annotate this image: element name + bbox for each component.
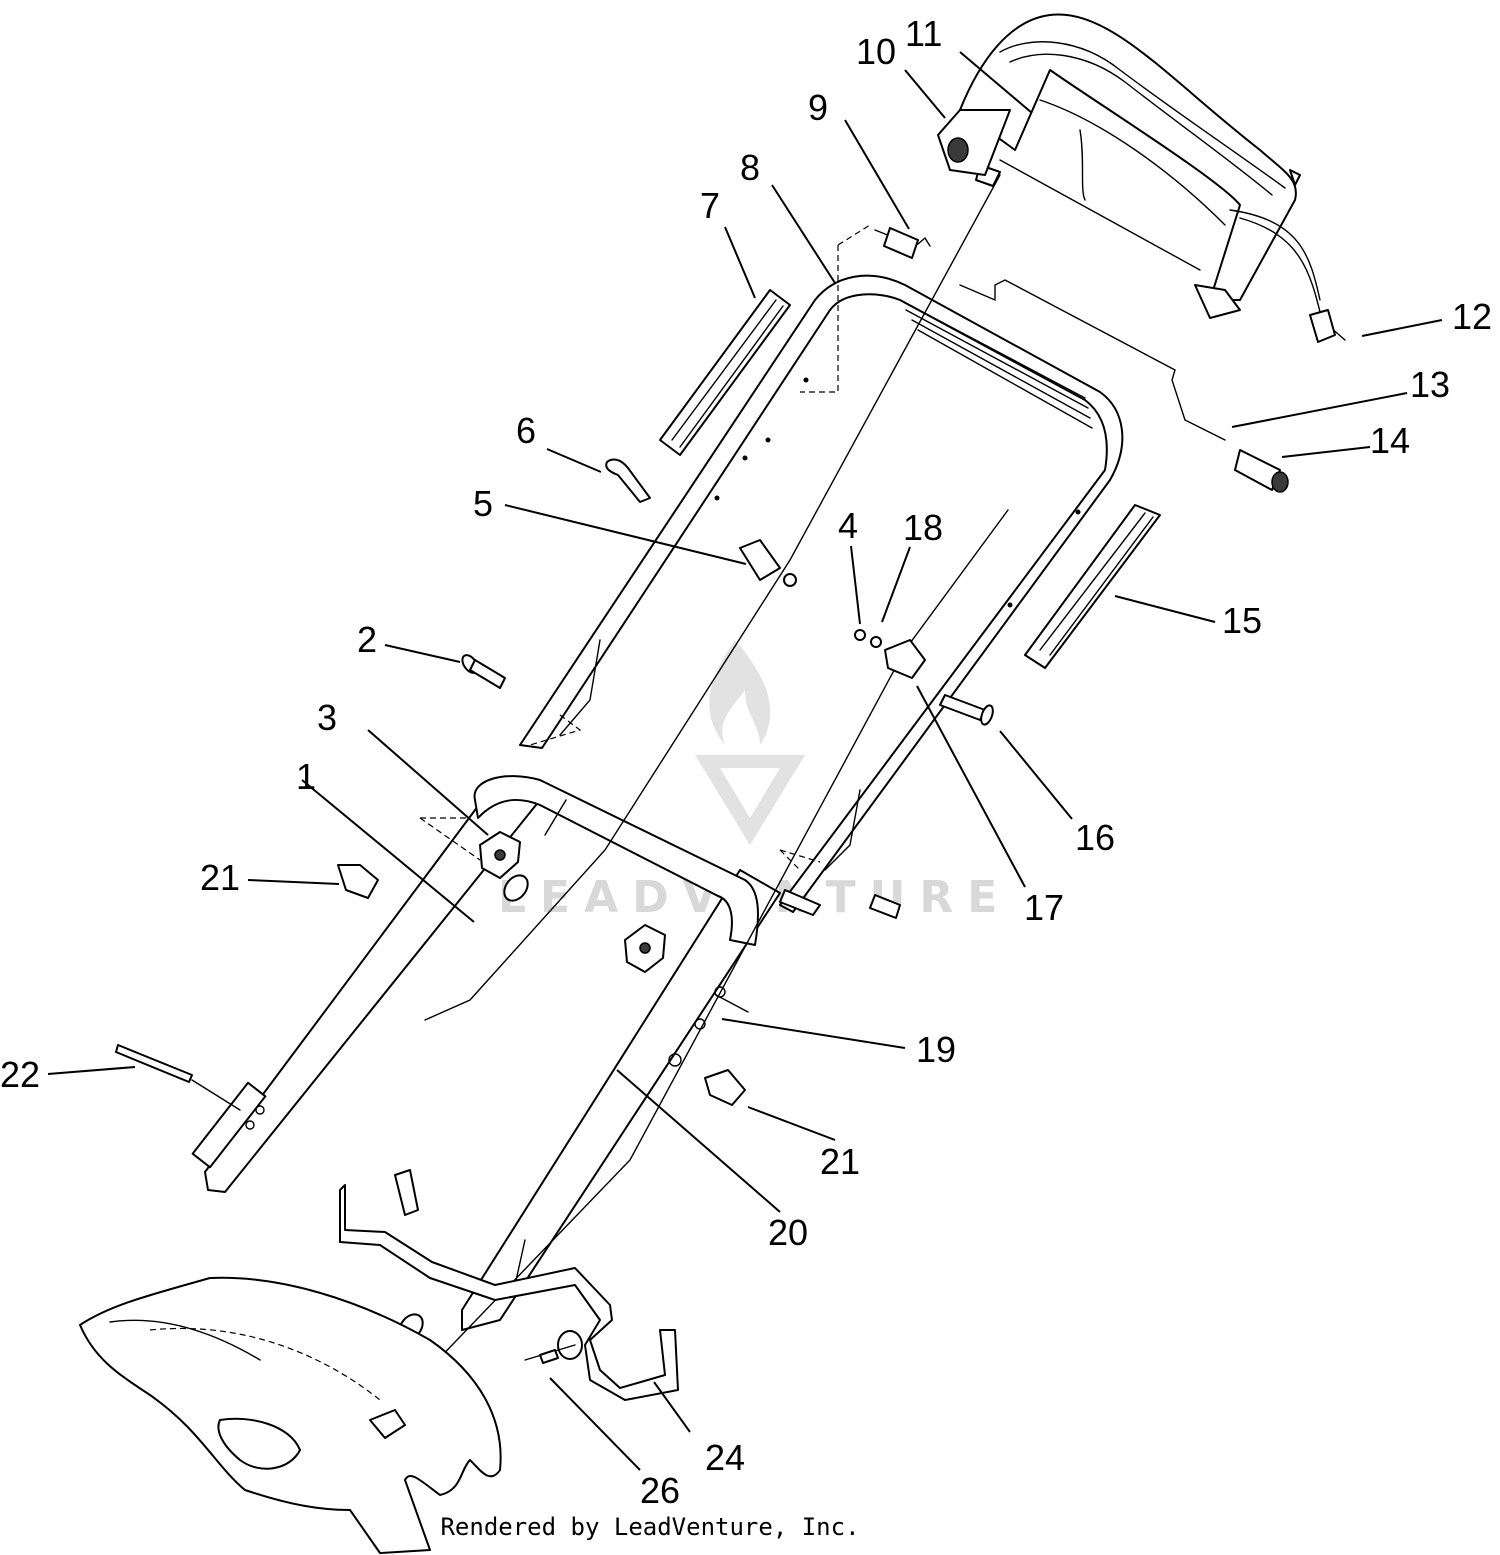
part-26-spring [524, 1344, 576, 1364]
leader-20 [616, 1069, 781, 1213]
leader-17 [916, 685, 1026, 888]
part-5-cable-clamp [739, 539, 797, 587]
part-13-drive-rod [959, 279, 1226, 441]
callout-6: 6 [516, 410, 536, 451]
part-21-clip-right [704, 1069, 746, 1106]
leader-15 [1114, 595, 1216, 623]
part-11-control-bail [959, 13, 1321, 319]
leader-10 [904, 69, 946, 119]
leader-6 [546, 448, 602, 473]
leader-19 [721, 1018, 906, 1049]
leader-1 [301, 779, 475, 923]
callout-8: 8 [740, 147, 760, 188]
callout-labels: 1 2 3 4 5 6 7 8 9 10 11 12 13 14 15 16 1… [0, 13, 1492, 1511]
callout-7: 7 [700, 185, 720, 226]
rendered-by-credit: Rendered by LeadVenture, Inc. [440, 1513, 860, 1541]
part-1-lower-handle-frame [191, 775, 759, 1193]
part-10-bail-pivot [937, 109, 1011, 176]
leader-13 [1231, 392, 1408, 428]
callout-10: 10 [856, 31, 896, 72]
callout-5: 5 [473, 483, 493, 524]
control-cable [349, 164, 1009, 1421]
leader-21b [747, 1106, 836, 1141]
callout-11: 11 [905, 13, 942, 54]
part-2-bolt [461, 654, 506, 689]
callout-2: 2 [357, 619, 377, 660]
part-12-drive-cable-end [1239, 217, 1346, 343]
callout-1: 1 [296, 756, 316, 797]
part-21-clip-left [337, 864, 379, 899]
callout-14: 14 [1370, 420, 1410, 461]
part-18-washer [870, 636, 882, 648]
part-22-pin [115, 1044, 241, 1111]
part-14-rod-fitting [1234, 449, 1289, 493]
leader-3 [367, 729, 489, 836]
callout-12: 12 [1452, 296, 1492, 337]
mower-deck-housing [79, 1276, 502, 1554]
part-9-spring [874, 227, 931, 259]
callout-26: 26 [640, 1470, 680, 1511]
knob-lower [624, 924, 666, 973]
callout-9: 9 [808, 87, 828, 128]
callout-15: 15 [1222, 600, 1262, 641]
leader-5 [504, 504, 747, 565]
callout-3: 3 [317, 697, 337, 738]
leader-4 [850, 545, 861, 625]
callout-19: 19 [916, 1029, 956, 1070]
leader-26 [549, 1377, 641, 1471]
callout-21-left: 21 [200, 857, 240, 898]
leader-16 [999, 730, 1073, 820]
part-17-cable-guide [884, 639, 926, 679]
leader-2 [384, 644, 461, 663]
callout-24: 24 [705, 1437, 745, 1478]
leader-11 [959, 51, 1033, 114]
callout-13: 13 [1410, 364, 1450, 405]
leader-12 [1361, 319, 1443, 337]
leader-22 [47, 1066, 136, 1075]
part-16-bolt [939, 694, 994, 726]
leader-8 [771, 184, 836, 284]
leader-7 [724, 226, 756, 299]
leader-24 [653, 1381, 691, 1433]
leader-14 [1281, 446, 1371, 458]
callout-18: 18 [903, 507, 943, 548]
leader-lines [47, 51, 1443, 1471]
part-6-pin [605, 458, 651, 503]
callout-16: 16 [1075, 817, 1115, 858]
leader-9 [844, 119, 910, 230]
part-24-lever [339, 1169, 679, 1401]
part-3-knob [479, 831, 521, 879]
callout-17: 17 [1024, 887, 1064, 928]
part-19-bolt-end [779, 889, 901, 919]
part-20-lower-handle-right-tube [461, 869, 781, 1331]
callout-21-right: 21 [820, 1141, 860, 1182]
leader-18 [881, 546, 911, 623]
callout-20: 20 [768, 1212, 808, 1253]
callout-22: 22 [0, 1054, 40, 1095]
callout-4: 4 [838, 505, 858, 546]
leader-21a [247, 879, 340, 885]
part-4-nut [854, 629, 866, 641]
part-15-right-cover [1024, 504, 1161, 669]
part-8-upper-handle [519, 224, 1124, 913]
part-7-left-cover [659, 289, 791, 456]
